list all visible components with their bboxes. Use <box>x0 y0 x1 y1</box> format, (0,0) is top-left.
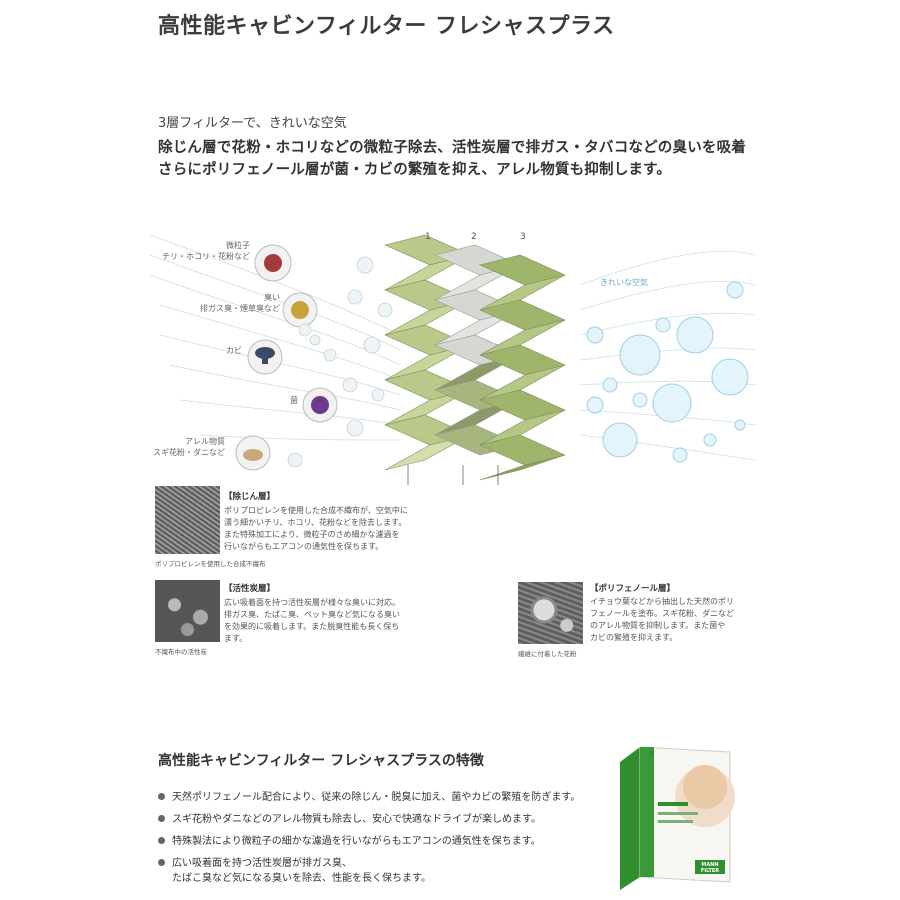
layer-number-3: 3 <box>520 232 526 242</box>
dust-layer-title: 【除じん層】 <box>224 492 276 502</box>
particle-label-germ: 菌 <box>250 395 298 406</box>
particle-icons <box>235 244 338 471</box>
feature-item: 天然ポリフェノール配合により、従来の除じん・脱臭に加え、菌やカビの繁殖を防ぎます… <box>158 790 580 805</box>
particle-dust-examples: チリ・ホコリ・花粉など <box>162 252 250 261</box>
feature-item: 特殊製法により微粒子の細かな濾過を行いながらもエアコンの通気性を保ちます。 <box>158 834 541 849</box>
carbon-layer-line: を効果的に吸着します。また脱臭性能も長く保ち <box>224 622 400 631</box>
particle-label-allergen: アレル物質 スギ花粉・ダニなど <box>130 436 225 458</box>
layer-3 <box>479 254 566 481</box>
carbon-layer-photo <box>155 580 220 642</box>
page-title: 高性能キャビンフィルター フレシャスプラス <box>158 14 615 39</box>
feature-item: スギ花粉やダニなどのアレル物質も除去し、安心で快適なドライブが楽しめます。 <box>158 812 541 827</box>
particle-label-dust: 微粒子 チリ・ホコリ・花粉など <box>150 240 250 262</box>
features-title: 高性能キャビンフィルター フレシャスプラスの特徴 <box>158 753 484 769</box>
dust-layer-line: 行いながらもエアコンの通気性を保ちます。 <box>224 542 384 551</box>
bullet-icon <box>158 859 165 866</box>
carbon-layer-line: 広い吸着面を持つ活性炭層が様々な臭いに対応。 <box>224 598 400 607</box>
particle-label-odor: 臭い 排ガス臭・煙草臭など <box>180 292 280 314</box>
feature-text: 広い吸着面を持つ活性炭層が排ガス臭、 <box>172 858 352 869</box>
product-brand-logo: MANN FILTER <box>700 862 720 874</box>
polyphenol-layer-title: 【ポリフェノール層】 <box>590 584 676 594</box>
dust-layer-caption: ポリプロピレンを使用した合成不織布 <box>155 560 266 568</box>
layer-number-1: 1 <box>425 232 431 242</box>
polyphenol-layer-line: フェノールを塗布。スギ花粉、ダニなど <box>590 609 734 618</box>
intro-subtitle: 3層フィルターで、きれいな空気 <box>158 116 347 131</box>
particle-odor-examples: 排ガス臭・煙草臭など <box>200 304 280 313</box>
leader-lines <box>407 465 499 485</box>
dust-layer-description: ポリプロピレンを使用した合成不織布が、空気中に 漂う細かいチリ、ホコリ、花粉など… <box>224 505 408 553</box>
carbon-layer-caption: 不織布中の活性炭 <box>155 648 207 656</box>
polyphenol-layer-line: のアレル物質を抑制します。また菌や <box>590 621 726 630</box>
bullet-icon <box>158 793 165 800</box>
dust-layer-line: また特殊加工により、微粒子のさめ細かな濾過を <box>224 530 400 539</box>
product-badge: 3 <box>648 751 655 761</box>
polyphenol-layer-line: イチョウ葉などから抽出した天然のポリ <box>590 597 734 606</box>
product-box-image <box>620 746 735 890</box>
dust-layer-line: 漂う細かいチリ、ホコリ、花粉などを除去します。 <box>224 518 407 527</box>
clean-bubbles <box>586 281 749 463</box>
particle-germ-name: 菌 <box>290 396 298 405</box>
carbon-layer-line: ます。 <box>224 634 248 643</box>
particle-label-mold: カビ <box>200 345 242 356</box>
particle-mold-name: カビ <box>226 346 242 355</box>
feature-text: 特殊製法により微粒子の細かな濾過を行いながらもエアコンの通気性を保ちます。 <box>172 836 541 847</box>
clean-air-label: きれいな空気 <box>600 278 648 287</box>
intro-line-2: さらにポリフェノール層が菌・カビの繁殖を抑え、アレル物質も抑制します。 <box>158 162 672 178</box>
carbon-layer-line: 排ガス臭、たばこ臭、ペット臭など気になる臭い <box>224 610 400 619</box>
feature-item: 広い吸着面を持つ活性炭層が排ガス臭、 たばこ臭など気になる臭いを除去、性能を長く… <box>158 856 431 886</box>
particle-allergen-examples: スギ花粉・ダニなど <box>153 448 225 457</box>
carbon-layer-description: 広い吸着面を持つ活性炭層が様々な臭いに対応。 排ガス臭、たばこ臭、ペット臭など気… <box>224 597 400 645</box>
feature-text: 天然ポリフェノール配合により、従来の除じん・脱臭に加え、菌やカビの繁殖を防ぎます… <box>172 792 581 803</box>
bullet-icon <box>158 815 165 822</box>
polyphenol-layer-photo <box>518 582 583 644</box>
particle-allergen-name: アレル物質 <box>185 437 225 446</box>
filter-layers <box>384 234 566 481</box>
feature-text-continued: たばこ臭など気になる臭いを除去、性能を長く保ちます。 <box>172 873 431 884</box>
carbon-layer-title: 【活性炭層】 <box>224 584 276 594</box>
layer-number-2: 2 <box>471 232 477 242</box>
particle-dust-name: 微粒子 <box>226 241 250 250</box>
polyphenol-layer-caption: 繊維に付着した花粉 <box>518 650 577 658</box>
dust-layer-line: ポリプロピレンを使用した合成不織布が、空気中に <box>224 506 408 515</box>
polyphenol-layer-description: イチョウ葉などから抽出した天然のポリ フェノールを塗布。スギ花粉、ダニなど のア… <box>590 596 734 644</box>
dust-layer-photo <box>155 486 220 554</box>
intro-line-1: 除じん層で花粉・ホコリなどの微粒子除去、活性炭層で排ガス・タバコなどの臭いを吸着 <box>158 140 746 156</box>
airflow-diagram <box>149 234 756 485</box>
dirty-bubbles <box>287 256 393 468</box>
particle-odor-name: 臭い <box>264 293 280 302</box>
polyphenol-layer-line: カビの繁殖を抑えます。 <box>590 633 678 642</box>
feature-text: スギ花粉やダニなどのアレル物質も除去し、安心で快適なドライブが楽しめます。 <box>172 814 541 825</box>
bullet-icon <box>158 837 165 844</box>
